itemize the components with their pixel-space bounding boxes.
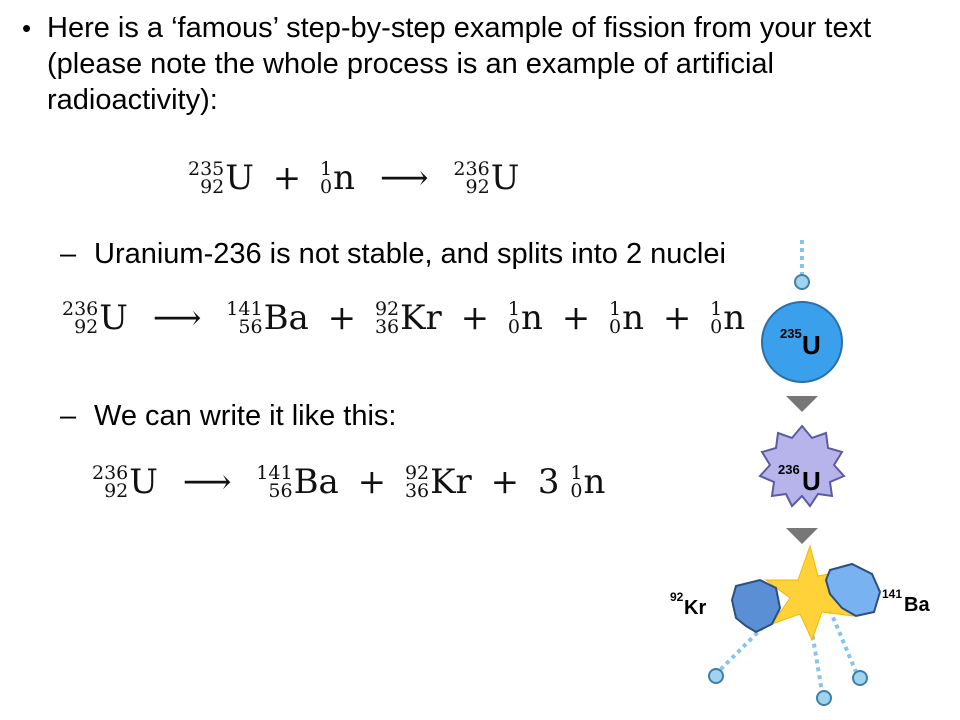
eq3-kr-atomic: 36	[404, 480, 430, 502]
sub-bullet-2: –We can write it like this:	[60, 398, 396, 434]
eq3-n-symbol: n	[583, 462, 606, 502]
eq2-n3-atomic: 0	[710, 316, 723, 338]
eq1-u236-symbol: U	[490, 158, 520, 198]
bullet-dot: •	[22, 13, 32, 43]
eq1-u236-atomic: 92	[465, 176, 490, 198]
eq2-plus-2: +	[460, 298, 490, 338]
diagram-ba-mass: 141	[882, 587, 902, 601]
diagram-u235-mass: 235	[780, 326, 802, 341]
eq3-n-mass: 1	[570, 462, 583, 484]
outgoing-neutron-1	[708, 668, 724, 684]
eq3-ba-mass: 141	[256, 462, 293, 484]
intro-bullet: • Here is a ‘famous’ step-by-step exampl…	[22, 10, 922, 118]
eq2-ba-symbol: Ba	[263, 298, 309, 338]
outgoing-neutron-2	[816, 690, 832, 706]
diagram-u235-symbol: U	[802, 330, 821, 360]
eq3-ba-atomic: 56	[268, 480, 293, 502]
eq2-plus-1: +	[327, 298, 357, 338]
diagram-u236-mass: 236	[778, 462, 800, 477]
eq2-kr-mass: 92	[374, 298, 400, 320]
eq3-u236-mass: 236	[92, 462, 129, 484]
eq3-plus-2: +	[490, 462, 520, 502]
sub1-dash: –	[60, 238, 77, 270]
eq3-n-atomic: 0	[570, 480, 583, 502]
ba-fragment	[824, 562, 882, 618]
eq2-n3-mass: 1	[710, 298, 723, 320]
sub1-text: Uranium-236 is not stable, and splits in…	[94, 238, 726, 270]
eq3-u236-atomic: 92	[104, 480, 129, 502]
fission-diagram: 235 U 236 U 92 Kr 141 Ba	[670, 240, 930, 706]
eq3-arrow: ⟶	[182, 462, 232, 502]
outgoing-neutron-3	[852, 670, 868, 686]
eq2-n2-symbol: n	[622, 298, 645, 338]
eq1-u236-mass: 236	[453, 158, 490, 180]
eq1-arrow: ⟶	[379, 158, 429, 198]
eq1-n-mass: 1	[320, 158, 333, 180]
eq2-kr-symbol: Kr	[400, 298, 442, 338]
eq1-u235-atomic: 92	[200, 176, 225, 198]
intro-text: Here is a ‘famous’ step-by-step example …	[47, 12, 872, 116]
eq2-ba-mass: 141	[226, 298, 263, 320]
sub2-text: We can write it like this:	[94, 400, 397, 432]
eq3-kr-symbol: Kr	[430, 462, 472, 502]
eq3-kr-mass: 92	[404, 462, 430, 484]
incoming-neutron	[794, 274, 810, 290]
eq2-n2-atomic: 0	[609, 316, 622, 338]
eq2-ba-atomic: 56	[238, 316, 263, 338]
eq1-n-atomic: 0	[320, 176, 333, 198]
arrow-down-1	[786, 396, 818, 412]
diagram-u236-symbol: U	[802, 466, 821, 496]
eq2-arrow: ⟶	[152, 298, 202, 338]
eq2-n1-symbol: n	[521, 298, 543, 338]
neutron-trail-right	[828, 609, 858, 673]
eq2-plus-4: +	[662, 298, 692, 338]
diagram-kr-mass: 92	[670, 590, 684, 604]
arrow-down-2	[786, 528, 818, 544]
eq2-kr-atomic: 36	[374, 316, 400, 338]
sub2-dash: –	[60, 400, 77, 432]
eq2-plus-3: +	[561, 298, 591, 338]
diagram-ba-symbol: Ba	[904, 594, 930, 616]
eq2-u236-mass: 236	[62, 298, 99, 320]
eq3-coefficient: 3	[537, 462, 560, 502]
eq2-u236-atomic: 92	[74, 316, 99, 338]
neutron-trail-left	[718, 608, 782, 672]
eq3-u236-symbol: U	[129, 462, 158, 502]
eq2-n1-mass: 1	[507, 298, 521, 320]
u236-nucleus	[758, 424, 846, 508]
eq2-n1-atomic: 0	[507, 316, 521, 338]
diagram-kr-symbol: Kr	[684, 597, 706, 619]
eq2-n2-mass: 1	[609, 298, 622, 320]
u235-nucleus	[761, 301, 843, 383]
eq1-n-symbol: n	[333, 158, 356, 198]
eq3-plus-1: +	[357, 462, 387, 502]
sub-bullet-1: –Uranium-236 is not stable, and splits i…	[60, 236, 726, 272]
eq1-plus: +	[272, 158, 302, 198]
eq2-u236-symbol: U	[99, 298, 128, 338]
eq2-n3-symbol: n	[723, 298, 746, 338]
kr-fragment	[730, 578, 782, 634]
eq1-u235-mass: 235	[188, 158, 225, 180]
eq3-ba-symbol: Ba	[293, 462, 339, 502]
eq1-u235-symbol: U	[225, 158, 254, 198]
